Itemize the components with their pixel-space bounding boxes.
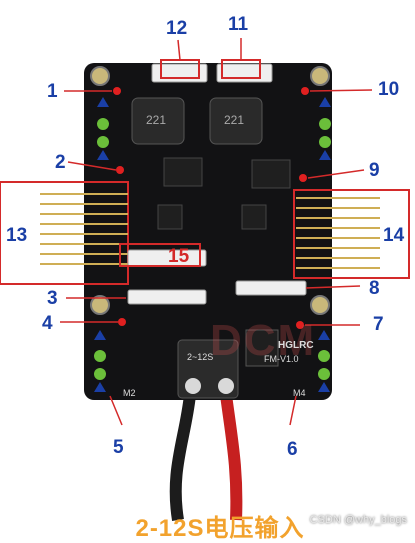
mount-hole-bl [90,295,110,315]
inductor-right [209,97,263,145]
solder-pad-pos [218,378,234,394]
callout-14: 14 [383,225,405,246]
connector-3 [127,289,207,305]
callout-12: 12 [166,18,188,39]
callout-15: 15 [168,246,190,267]
callout-3: 3 [47,288,58,309]
callout-8: 8 [369,278,380,299]
inductor-left-text: 221 [146,113,167,127]
inductor-right-text: 221 [224,113,245,127]
callout-6: 6 [287,439,298,460]
mount-hole-tl [90,66,110,86]
chip-right [251,159,291,189]
power-cable-right [220,394,243,521]
dot-10 [301,87,309,95]
callout-7: 7 [373,314,384,335]
callout-11: 11 [228,14,249,35]
pads-right-top [319,97,331,160]
dot-4 [118,318,126,326]
pads-right-bottom [318,330,330,392]
dot-9 [299,174,307,182]
callout-1: 1 [47,81,58,102]
callout-9: 9 [369,160,380,181]
motor-out-right-text: M4 [293,388,306,398]
power-cable-left [169,394,196,521]
callout-5: 5 [113,437,124,458]
callout-4: 4 [42,313,53,334]
connector-8 [235,280,307,296]
callout-10: 10 [378,79,400,100]
chip-mid-left [157,204,183,230]
pads-left-top [97,97,109,160]
connector-11 [216,63,273,83]
motor-out-left-text: M2 [123,388,136,398]
chip-mid-right [241,204,267,230]
dot-7 [296,321,304,329]
csdn-watermark: CSDN @why_blogs [309,514,407,526]
mount-hole-br [310,295,330,315]
power-label-text: 2~12S [187,352,214,362]
version-text: FM-V1.0 [264,354,299,364]
connector-15 [127,249,207,267]
pins-right [296,197,380,269]
callout-2: 2 [55,152,66,173]
pads-left-bottom [94,330,106,392]
inductor-left [131,97,185,145]
chip-left [163,157,203,187]
solder-pad-neg [185,378,201,394]
highlight-15 [119,243,201,267]
leader-lines [60,38,373,426]
dot-1 [113,87,121,95]
pins-left [40,193,128,265]
product-name-text: HGLRC [278,340,314,351]
pcb-board [84,63,332,400]
brand-watermark: DCM [210,316,317,365]
dot-2 [116,166,124,174]
highlight-14 [293,189,410,279]
mosfet-array [245,329,279,367]
mount-hole-tr [310,66,330,86]
callout-13: 13 [6,225,28,246]
